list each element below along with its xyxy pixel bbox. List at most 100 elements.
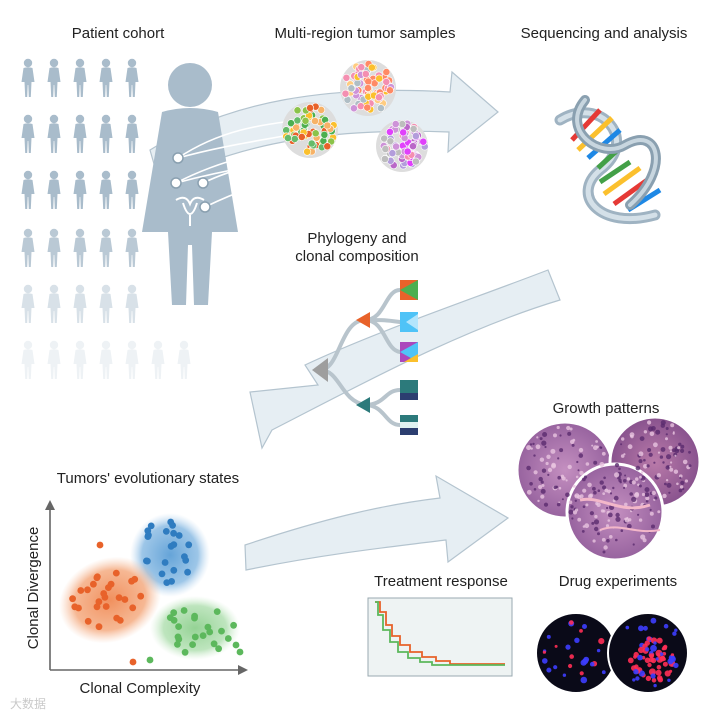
blue-point bbox=[185, 541, 193, 549]
label-growth-patterns: Growth patterns bbox=[553, 400, 660, 417]
person-icon bbox=[125, 228, 139, 267]
green-point bbox=[175, 623, 183, 630]
orange-point bbox=[100, 590, 108, 597]
blue-point bbox=[170, 541, 178, 548]
person-icon bbox=[21, 114, 35, 153]
label-phylogeny-line2: clonal composition bbox=[295, 248, 418, 265]
orange-point bbox=[93, 603, 101, 611]
person-icon bbox=[21, 228, 35, 267]
person-icon bbox=[73, 58, 87, 97]
sample-lines bbox=[175, 119, 381, 208]
outlier-point bbox=[236, 648, 244, 656]
green-point bbox=[174, 641, 181, 648]
blue-point bbox=[147, 522, 155, 530]
fluorescence-image-icon bbox=[535, 612, 689, 694]
flow-arrow-bottom bbox=[244, 474, 510, 571]
orange-point bbox=[112, 569, 120, 577]
green-point bbox=[170, 609, 178, 617]
person-icon bbox=[47, 228, 61, 267]
blue-point bbox=[163, 579, 171, 586]
histology-image-icon bbox=[515, 415, 702, 562]
orange-point bbox=[90, 580, 97, 588]
watermark: 大数据 bbox=[10, 696, 46, 711]
green-point bbox=[210, 640, 218, 648]
orange-point bbox=[105, 584, 112, 591]
orange-point bbox=[128, 577, 136, 585]
biopsy-points bbox=[170, 152, 211, 213]
blue-point bbox=[161, 559, 169, 566]
person-icon bbox=[151, 340, 165, 379]
blue-point bbox=[162, 528, 170, 535]
person-icon bbox=[47, 170, 61, 209]
person-icon bbox=[73, 114, 87, 153]
blue-point bbox=[167, 518, 175, 526]
label-multi-region: Multi-region tumor samples bbox=[275, 25, 456, 42]
outlier-point bbox=[146, 656, 154, 664]
green-point bbox=[181, 648, 189, 656]
green-point bbox=[213, 608, 221, 615]
dna-helix-icon bbox=[554, 95, 662, 225]
green-point bbox=[189, 641, 197, 648]
blue-point bbox=[158, 570, 166, 578]
green-point bbox=[166, 614, 174, 621]
green-point bbox=[191, 633, 199, 641]
blue-point bbox=[182, 556, 190, 564]
cluster-green bbox=[150, 596, 240, 660]
orange-point bbox=[102, 603, 110, 610]
label-sequencing: Sequencing and analysis bbox=[521, 25, 688, 42]
person-icon bbox=[47, 284, 61, 323]
blue-point bbox=[144, 557, 151, 565]
label-patient-cohort: Patient cohort bbox=[72, 25, 165, 42]
patient-figure bbox=[142, 63, 238, 305]
orange-point bbox=[69, 595, 76, 603]
tumor-sample-icon bbox=[282, 102, 338, 158]
person-icon bbox=[125, 284, 139, 323]
orange-point bbox=[84, 617, 92, 625]
orange-point bbox=[129, 604, 137, 612]
orange-point bbox=[75, 604, 82, 612]
person-icon bbox=[177, 340, 191, 379]
green-point bbox=[230, 621, 238, 629]
blue-point bbox=[145, 531, 152, 539]
person-icon bbox=[73, 228, 87, 267]
green-point bbox=[175, 635, 183, 643]
person-icon bbox=[125, 340, 139, 379]
person-icon bbox=[99, 228, 113, 267]
person-icon bbox=[47, 340, 61, 379]
person-icon bbox=[99, 170, 113, 209]
person-icon bbox=[73, 340, 87, 379]
green-point bbox=[191, 612, 199, 620]
blue-point bbox=[175, 532, 183, 539]
label-phylogeny-line1: Phylogeny and bbox=[307, 230, 406, 247]
blue-point bbox=[184, 568, 192, 576]
person-icon bbox=[99, 114, 113, 153]
outlier-point bbox=[96, 541, 104, 549]
orange-point bbox=[121, 596, 129, 603]
orange-point bbox=[84, 586, 91, 594]
phylogeny-tree-icon bbox=[312, 280, 418, 435]
label-treatment-response: Treatment response bbox=[374, 573, 508, 590]
person-icon bbox=[99, 340, 113, 379]
person-icon bbox=[73, 170, 87, 209]
tumor-samples bbox=[282, 60, 429, 172]
orange-point bbox=[77, 587, 85, 594]
uterus-icon bbox=[175, 196, 205, 226]
person-icon bbox=[125, 58, 139, 97]
person-icon bbox=[125, 114, 139, 153]
orange-point bbox=[95, 598, 103, 606]
green-point bbox=[224, 635, 232, 642]
person-icon bbox=[125, 170, 139, 209]
x-axis-arrow bbox=[238, 665, 248, 675]
person-icon bbox=[21, 58, 35, 97]
person-icon bbox=[99, 58, 113, 97]
blue-point bbox=[170, 566, 178, 574]
tumor-sample-icon bbox=[376, 119, 429, 172]
outlier-point bbox=[232, 641, 240, 649]
person-icon bbox=[47, 114, 61, 153]
orange-point bbox=[93, 574, 101, 582]
orange-point bbox=[113, 614, 121, 622]
green-point bbox=[218, 627, 225, 635]
orange-point bbox=[95, 623, 103, 631]
green-point bbox=[199, 632, 207, 639]
